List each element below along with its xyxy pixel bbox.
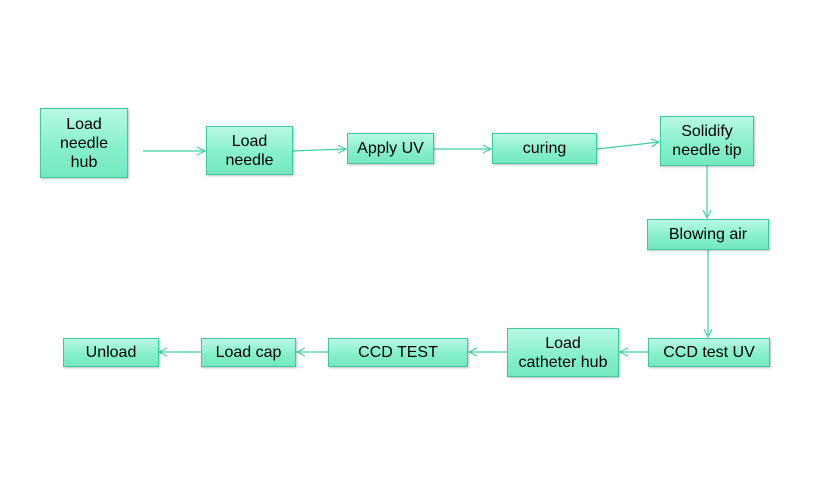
node-label-load-needle-hub: Load needle hub <box>59 115 109 171</box>
node-label-solidify-needle-tip: Solidify needle tip <box>672 123 742 159</box>
node-label-ccd-test: CCD TEST <box>358 344 438 361</box>
node-load-cap: Load cap <box>201 338 296 367</box>
node-label-ccd-test-uv: CCD test UV <box>663 344 755 361</box>
node-load-needle: Load needle <box>206 126 293 175</box>
node-apply-uv: Apply UV <box>347 133 434 164</box>
node-label-apply-uv: Apply UV <box>357 140 424 157</box>
node-label-load-cap: Load cap <box>215 344 282 361</box>
node-ccd-test: CCD TEST <box>328 338 468 367</box>
node-load-needle-hub: Load needle hub <box>40 108 128 178</box>
node-label-load-needle: Load needle <box>225 132 274 169</box>
node-label-unload: Unload <box>85 344 137 361</box>
node-curing: curing <box>492 133 597 164</box>
node-blowing-air: Blowing air <box>647 219 769 250</box>
node-unload: Unload <box>63 338 159 367</box>
node-ccd-test-uv: CCD test UV <box>648 338 770 367</box>
arrow-curing-to-solidify-needle-tip <box>596 142 659 150</box>
node-solidify-needle-tip: Solidify needle tip <box>660 116 754 166</box>
node-label-curing: curing <box>522 140 567 157</box>
node-label-blowing-air: Blowing air <box>668 226 748 243</box>
arrow-load-needle-to-apply-uv <box>291 149 346 151</box>
node-load-catheter-hub: Load catheter hub <box>507 328 619 377</box>
node-label-load-catheter-hub: Load catheter hub <box>518 334 608 371</box>
